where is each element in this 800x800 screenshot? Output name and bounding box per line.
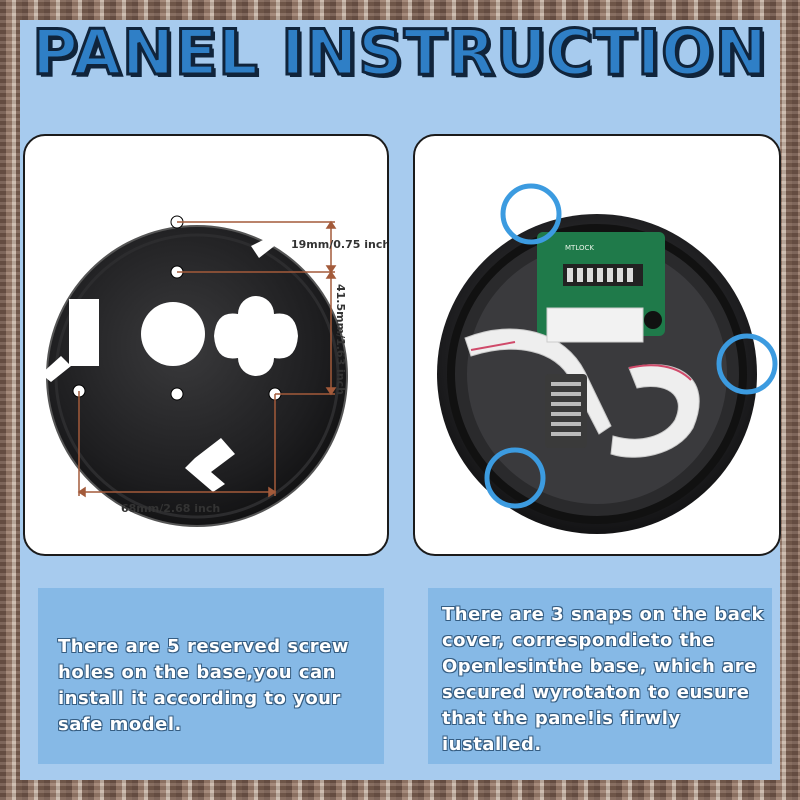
- back-cover-card: MTLOCK: [413, 134, 781, 556]
- dimension-label-top: 19mm/0.75 inch: [291, 238, 387, 251]
- center-hole: [141, 302, 205, 366]
- base-plate-card: 19mm/0.75 inch 41.5mm/1.63 inch 68mm/2.6…: [23, 134, 389, 556]
- snaps-note: There are 3 snaps on the back cover, cor…: [428, 588, 772, 764]
- snap-tab-top: [251, 236, 277, 258]
- rect-cutout: [69, 299, 99, 366]
- back-cover: [437, 214, 757, 534]
- dimension-lines: [77, 220, 337, 498]
- back-cover-illustration: MTLOCK: [437, 183, 778, 534]
- keyhole-hole: [214, 296, 298, 376]
- snap-highlights: [484, 183, 778, 509]
- board-label: MTLOCK: [565, 244, 594, 252]
- screw-hole: [170, 387, 184, 401]
- screw-holes-text: There are 5 reserved screw holes on the …: [58, 636, 350, 735]
- snap-tab-bottom: [185, 438, 235, 492]
- snap-highlight-bottom: [484, 447, 546, 509]
- screw-holes-note: There are 5 reserved screw holes on the …: [38, 588, 384, 764]
- dimension-label-side: 41.5mm/1.63 inch: [334, 284, 347, 395]
- snap-highlight-top: [500, 183, 562, 245]
- ribbon-cable: [464, 307, 700, 458]
- dimension-label-bottom: 68mm/2.68 inch: [121, 502, 220, 515]
- page-title: PANEL INSTRUCTION: [31, 15, 769, 91]
- snaps-text: There are 3 snaps on the back cover, cor…: [442, 604, 764, 755]
- base-plate: [41, 215, 348, 527]
- snap-tab-left: [41, 356, 71, 382]
- snap-highlight-right: [716, 333, 778, 395]
- base-plate-illustration: 19mm/0.75 inch 41.5mm/1.63 inch 68mm/2.6…: [41, 215, 387, 527]
